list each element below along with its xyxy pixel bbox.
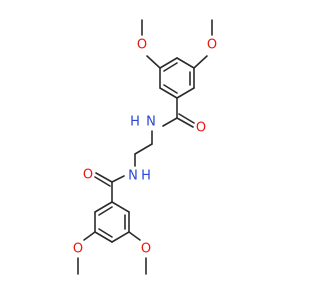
bottom-benzene-ring <box>94 201 130 243</box>
bond-cn-bottom <box>111 175 125 183</box>
bond-co-bottom-1 <box>95 172 113 183</box>
atom-n-bottom: N <box>128 169 138 184</box>
atom-h-bottom: H <box>141 169 151 184</box>
atom-o-carbonyl-bottom: O <box>83 168 93 183</box>
bond-co-bottom-2 <box>94 176 111 187</box>
bond-o-ring-bottom-left <box>83 231 96 241</box>
bond-o-ring-top-right <box>193 55 208 69</box>
atom-o-methoxy-bottom-right: O <box>141 242 151 257</box>
bond-co-top-1 <box>176 117 194 128</box>
bond-o-ring-top-left <box>146 55 161 69</box>
top-benzene-ring <box>159 57 195 99</box>
bond-cn-top <box>162 117 178 127</box>
molecule-structure-diagram: O O O H N O N H O O <box>73 19 217 275</box>
bond-o-ring-bottom-right <box>128 231 141 241</box>
atom-n-top: N <box>146 115 156 130</box>
bond-ethylene-1 <box>134 143 153 155</box>
atom-o-carbonyl-top: O <box>196 121 206 136</box>
atom-o-methoxy-top-left: O <box>137 38 147 53</box>
atom-o-methoxy-bottom-left: O <box>73 242 83 257</box>
bond-co-top-2 <box>178 113 195 124</box>
atom-h-top: H <box>130 115 140 130</box>
atom-o-methoxy-top-right: O <box>207 38 217 53</box>
